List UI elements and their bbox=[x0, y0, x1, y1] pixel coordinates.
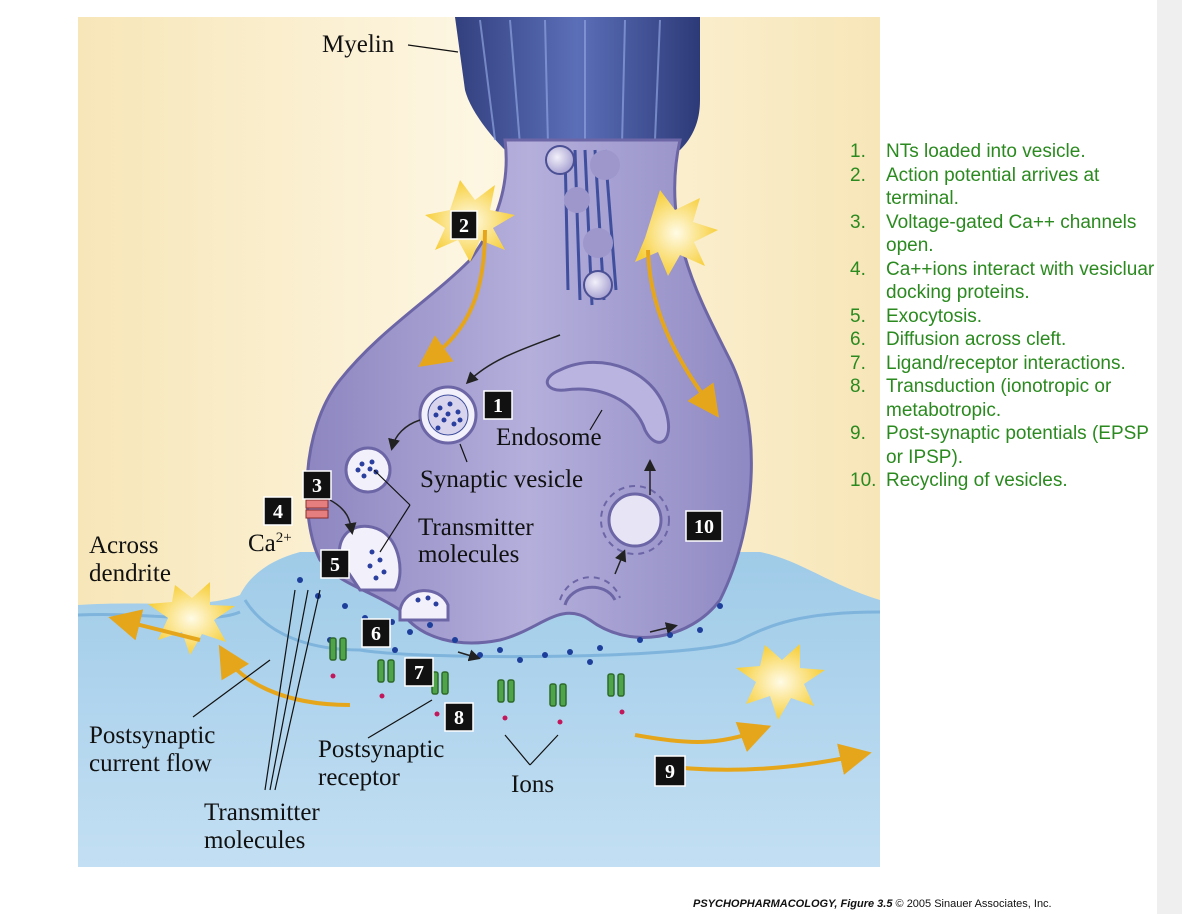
step-marker-3: 3 bbox=[302, 470, 332, 500]
step-text: Diffusion across cleft. bbox=[886, 329, 1067, 350]
transmitter-molecules-in-vesicles bbox=[355, 401, 463, 607]
figure-credit: PSYCHOPHARMACOLOGY, Figure 3.5 © 2005 Si… bbox=[693, 898, 1052, 910]
step-text: Recycling of vesicles. bbox=[886, 470, 1068, 491]
ions bbox=[330, 673, 625, 725]
label-transmitter-upper-2: molecules bbox=[418, 541, 519, 568]
step-text: Exocytosis. bbox=[886, 305, 983, 327]
step-item: 6. Diffusion across cleft. bbox=[850, 328, 1155, 352]
step-number: 7. bbox=[850, 352, 866, 374]
step-marker-7: 7 bbox=[404, 657, 434, 687]
svg-text:10: 10 bbox=[694, 516, 714, 538]
step-number: 1. bbox=[850, 141, 866, 162]
step-text: Ca++ions interact with vesicluar docking… bbox=[886, 258, 1155, 304]
label-endosome: Endosome bbox=[496, 424, 602, 451]
step-marker-8: 8 bbox=[444, 702, 474, 732]
calcium-channel bbox=[305, 499, 329, 519]
svg-text:9: 9 bbox=[665, 761, 675, 783]
step-number: 8. bbox=[850, 376, 866, 397]
svg-text:1: 1 bbox=[493, 395, 503, 417]
current-flow-arrows bbox=[108, 229, 872, 775]
step-item: 8. Transduction (ionotropic or metabotrop… bbox=[850, 375, 1155, 422]
steps-list: 1. NTs loaded into vesicle. 2. Action poten… bbox=[850, 140, 1155, 493]
step-number: 4. bbox=[850, 258, 866, 280]
step-number: 10. bbox=[850, 470, 877, 491]
svg-text:2: 2 bbox=[459, 215, 469, 237]
step-marker-9: 9 bbox=[654, 755, 686, 787]
step-item: 10. Recycling of vesicles. bbox=[850, 469, 1155, 493]
label-postsynaptic-current-1: Postsynaptic bbox=[89, 722, 215, 749]
svg-text:5: 5 bbox=[330, 554, 340, 576]
label-transmitter-lower-1: Transmitter bbox=[204, 799, 320, 826]
label-across-1: Across bbox=[89, 532, 158, 559]
step-number: 9. bbox=[850, 423, 866, 444]
step-number: 3. bbox=[850, 211, 866, 233]
step-marker-6: 6 bbox=[361, 618, 391, 648]
step-item: 4. Ca++ions interact with vesicluar docki… bbox=[850, 258, 1155, 305]
step-item: 2. Action potential arrives at terminal. bbox=[850, 164, 1155, 211]
step-text: Ligand/receptor interactions. bbox=[886, 352, 1126, 374]
label-postsynaptic-receptor-2: receptor bbox=[318, 764, 401, 791]
label-transmitter-upper-1: Transmitter bbox=[418, 514, 534, 541]
label-myelin: Myelin bbox=[322, 31, 395, 58]
svg-text:3: 3 bbox=[312, 475, 322, 497]
step-item: 9. Post-synaptic potentials (EPSP or IPSP… bbox=[850, 422, 1155, 469]
label-postsynaptic-current-2: current flow bbox=[89, 750, 212, 777]
svg-text:4: 4 bbox=[273, 501, 283, 523]
recycling-vesicle bbox=[607, 492, 663, 548]
step-item: 3. Voltage-gated Ca++ channels open. bbox=[850, 211, 1155, 258]
svg-text:7: 7 bbox=[414, 662, 424, 684]
step-text: Voltage-gated Ca++ channels open. bbox=[886, 211, 1137, 257]
label-ions: Ions bbox=[511, 771, 554, 798]
step-marker-5: 5 bbox=[320, 549, 350, 579]
credit-copyright: © 2005 Sinauer Associates, Inc. bbox=[895, 898, 1052, 910]
label-transmitter-lower-2: molecules bbox=[204, 827, 305, 854]
step-marker-10: 10 bbox=[685, 510, 723, 542]
step-marker-2: 2 bbox=[450, 210, 478, 240]
step-item: 5. Exocytosis. bbox=[850, 305, 1155, 329]
scrollbar[interactable] bbox=[1157, 0, 1182, 914]
step-marker-4: 4 bbox=[263, 496, 293, 526]
step-text: NTs loaded into vesicle. bbox=[886, 141, 1086, 162]
step-number: 2. bbox=[850, 164, 866, 186]
step-number: 6. bbox=[850, 329, 866, 350]
step-text: Action potential arrives at terminal. bbox=[886, 164, 1100, 210]
myelin-sheath bbox=[455, 17, 700, 150]
label-synaptic-vesicle: Synaptic vesicle bbox=[420, 466, 583, 493]
step-item: 7. Ligand/receptor interactions. bbox=[850, 352, 1155, 376]
label-across-2: dendrite bbox=[89, 560, 171, 587]
endosome bbox=[546, 360, 671, 444]
step-number: 5. bbox=[850, 305, 866, 327]
label-calcium: Ca2+ bbox=[248, 530, 292, 557]
postsynaptic-membrane bbox=[243, 599, 881, 659]
step-item: 1. NTs loaded into vesicle. bbox=[850, 140, 1155, 164]
svg-text:8: 8 bbox=[454, 707, 464, 729]
step-text: Transduction (ionotropic or metabotropic… bbox=[886, 376, 1112, 421]
label-postsynaptic-receptor-1: Postsynaptic bbox=[318, 736, 444, 763]
step-marker-1: 1 bbox=[483, 390, 513, 420]
step-text: Post-synaptic potentials (EPSP or IPSP). bbox=[886, 423, 1149, 468]
credit-title: PSYCHOPHARMACOLOGY, Figure 3.5 bbox=[693, 898, 893, 910]
svg-text:6: 6 bbox=[371, 623, 381, 645]
